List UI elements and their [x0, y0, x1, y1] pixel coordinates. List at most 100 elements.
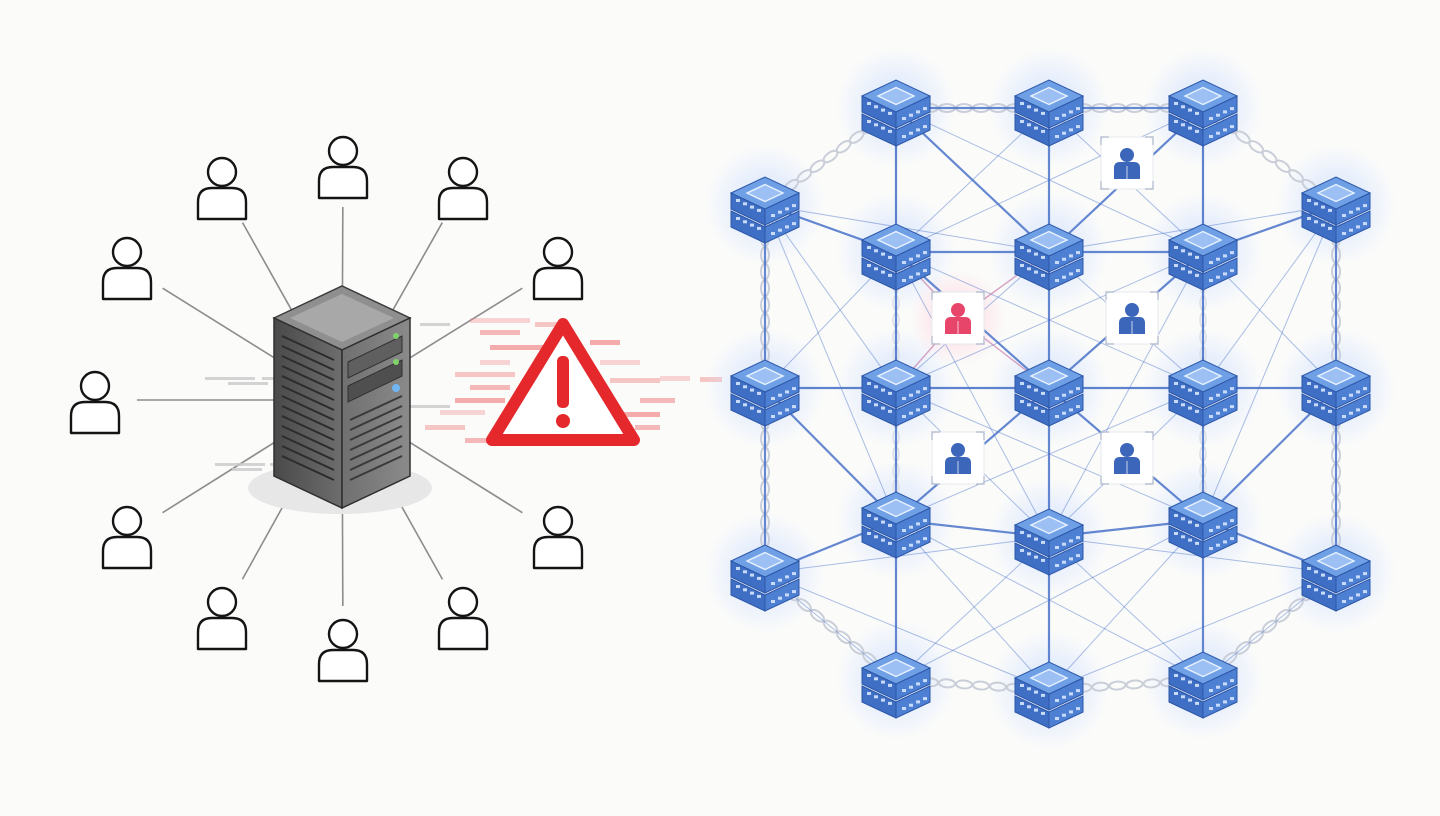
- mesh-line: [764, 204, 1050, 253]
- data-streak: [228, 382, 268, 385]
- data-streak: [470, 318, 530, 323]
- data-streak: [215, 463, 265, 466]
- mesh-line: [764, 204, 897, 521]
- chain-link: [1235, 640, 1251, 655]
- chain-link: [1108, 680, 1127, 691]
- server-stack-icon: [860, 223, 932, 291]
- spoke-line: [394, 287, 523, 368]
- centralized-network: [69, 135, 722, 683]
- server-stack-icon: [729, 544, 801, 612]
- user-icon: [317, 618, 369, 683]
- chain-link: [1288, 598, 1304, 613]
- data-streak: [490, 345, 545, 350]
- user-icon: [196, 156, 248, 221]
- mesh-line: [895, 519, 1050, 691]
- data-streak: [480, 360, 510, 365]
- chain-link: [972, 680, 990, 691]
- user-icon: [532, 236, 584, 301]
- data-streak: [232, 468, 262, 471]
- server-front-vents: [281, 335, 335, 481]
- spoke-line: [394, 432, 523, 514]
- power-led: [392, 384, 400, 392]
- chain-link: [1275, 608, 1291, 623]
- flagged-user-icon: [931, 291, 985, 345]
- data-streak: [440, 410, 485, 415]
- central-server: [248, 285, 432, 514]
- mesh-line: [764, 204, 897, 389]
- mesh-line: [1048, 519, 1204, 691]
- server-stack-icon: [1300, 544, 1372, 612]
- data-streak: [610, 378, 660, 383]
- data-streak: [465, 438, 495, 443]
- mesh-line: [1202, 204, 1337, 521]
- chain-link: [1125, 679, 1144, 690]
- chain-link: [1091, 681, 1110, 692]
- mesh-line: [764, 536, 1050, 574]
- server-stack-icon: [860, 79, 932, 147]
- network-users: [931, 136, 1159, 485]
- mesh-line: [1048, 251, 1204, 538]
- mesh-line: [764, 572, 1050, 691]
- data-streak: [640, 398, 675, 403]
- data-streak: [205, 377, 255, 380]
- data-streak: [425, 425, 465, 430]
- user-icon: [101, 236, 153, 301]
- network-nodes: [729, 79, 1372, 729]
- status-led: [393, 359, 399, 365]
- server-stack-icon: [860, 491, 932, 559]
- data-streak: [535, 322, 560, 327]
- data-streak: [455, 398, 505, 403]
- spoke-line: [162, 432, 290, 514]
- data-streak: [455, 372, 515, 377]
- data-streak: [660, 376, 690, 381]
- chain-link: [1248, 630, 1264, 645]
- data-streak: [480, 330, 520, 335]
- decentralized-network: [705, 48, 1396, 750]
- chain-link: [989, 681, 1007, 692]
- user-icon: [437, 586, 489, 651]
- server-stack-icon: [860, 651, 932, 719]
- user-icon: [532, 505, 584, 570]
- user-icon: [196, 586, 248, 651]
- warning-triangle-icon: [486, 318, 640, 446]
- server-stack-icon: [860, 359, 932, 427]
- data-streak: [590, 340, 620, 345]
- server-stack-icon: [1300, 359, 1372, 427]
- user-icon: [1100, 136, 1154, 190]
- data-streak: [600, 360, 640, 365]
- server-stack-icon: [1167, 359, 1239, 427]
- chain-link: [955, 679, 973, 690]
- status-led: [393, 333, 399, 339]
- user-icon: [931, 431, 985, 485]
- user-icon: [317, 135, 369, 200]
- server-stack-icon: [729, 359, 801, 427]
- server-stack-icon: [1013, 79, 1085, 147]
- data-streak: [410, 405, 450, 408]
- server-stack-icon: [1013, 223, 1085, 291]
- data-streak: [420, 323, 450, 326]
- server-stack-icon: [1013, 508, 1085, 576]
- server-stack-icon: [1013, 359, 1085, 427]
- spoke-line: [162, 287, 290, 368]
- user-icon: [437, 156, 489, 221]
- server-stack-icon: [1167, 651, 1239, 719]
- mesh-line: [895, 251, 1050, 538]
- data-streak: [262, 377, 282, 380]
- server-stack-icon: [1167, 491, 1239, 559]
- mesh-line: [1202, 204, 1337, 389]
- chain-link: [938, 678, 956, 689]
- data-streak: [620, 412, 660, 417]
- server-stack-icon: [1167, 223, 1239, 291]
- user-icon: [1100, 431, 1154, 485]
- server-stack-icon: [1300, 176, 1372, 244]
- data-streak: [635, 425, 660, 430]
- mesh-line: [1048, 572, 1337, 691]
- user-icon: [69, 370, 121, 435]
- chain-link: [1261, 619, 1278, 634]
- mesh-line: [1048, 536, 1337, 574]
- chain-link: [1142, 678, 1161, 689]
- user-icon: [101, 505, 153, 570]
- server-stack-icon: [729, 176, 801, 244]
